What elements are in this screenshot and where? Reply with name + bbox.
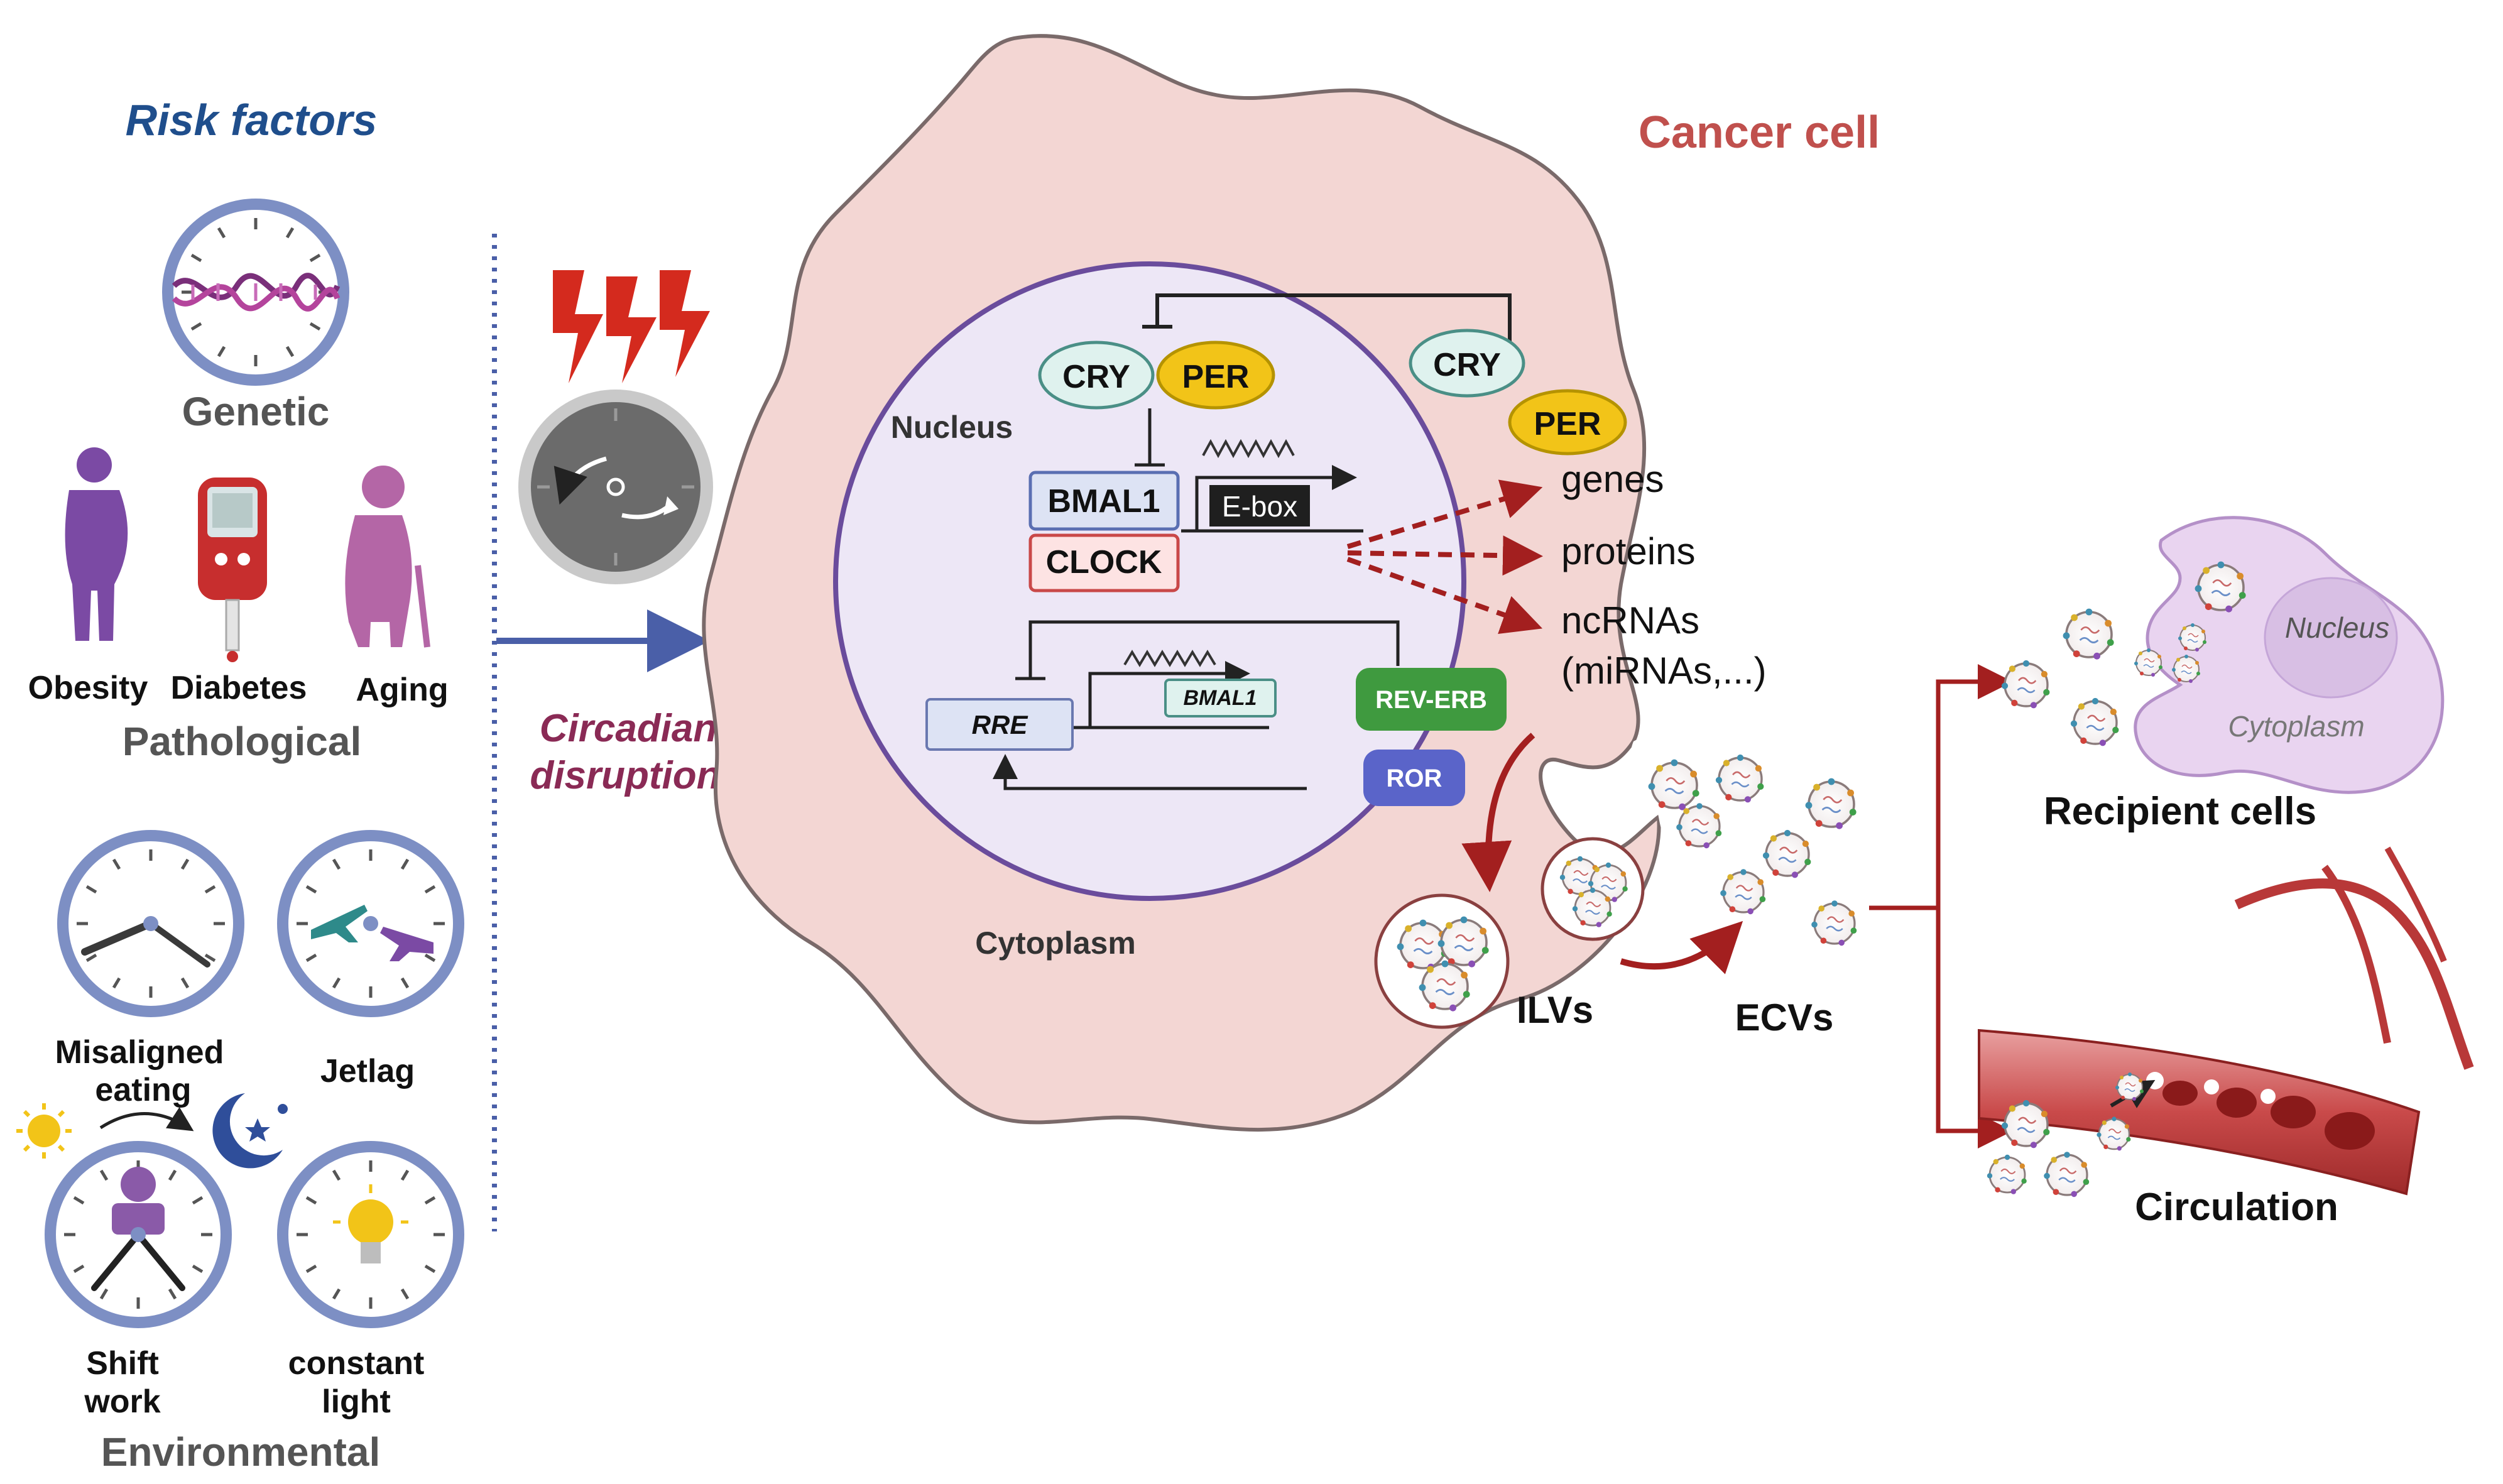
genetic-clock-icon [168,204,344,380]
blood-vessel [1978,846,2474,1196]
ror-box [1363,750,1465,806]
recipient-cytoplasm-label: Cytoplasm [2228,710,2364,743]
cytoplasm-label: Cytoplasm [975,925,1136,961]
cry-cytoplasmic [1409,329,1525,398]
obesity-icon [65,447,128,641]
per-cytoplasmic [1508,389,1627,456]
multivesicular-body-2 [1541,837,1645,941]
constant-light-label-2: light [322,1383,391,1420]
cry-cytoplasmic-label: CRY [1433,347,1501,383]
ebox-mrna-squiggle [1202,439,1295,459]
ror-activation-line [993,754,1307,790]
risk-factors-title: Risk factors [126,95,378,145]
genetic-label: Genetic [182,389,330,434]
environmental-label: Environmental [101,1429,381,1475]
shift-work-clock-icon [50,1147,226,1323]
output-proteins: proteins [1561,530,1695,572]
obesity-label: Obesity [28,670,148,706]
diabetes-label: Diabetes [171,670,307,706]
aging-label: Aging [356,672,448,708]
circadian-disruption-label-2: disruption [530,754,720,797]
arrow-to-mvb [1461,733,1535,892]
arrow-ilv-to-ecv [1620,920,1743,974]
rre-box [925,698,1074,751]
rre-label: RRE [972,710,1029,739]
ilvs-label: ILVs [1517,989,1593,1031]
bmal1-label: BMAL1 [1047,483,1160,520]
moon-icon [212,1093,288,1169]
rre-mrna-squiggle [1123,650,1216,667]
constant-light-clock-icon [283,1147,459,1323]
jetlag-clock-icon [283,836,459,1012]
circadian-disruption-label-1: Circadian [540,707,717,750]
shift-work-label-2: work [84,1383,160,1420]
clock-label: CLOCK [1046,544,1162,581]
recipient-nucleus-label: Nucleus [2285,611,2389,644]
nucleus-label: Nucleus [891,410,1013,445]
lightning-icon [553,270,710,383]
recipient-nucleus [2264,577,2398,699]
recipient-cells-label: Recipient cells [2044,790,2316,833]
branch-arrow-main [1869,664,2013,910]
jetlag-label: Jetlag [320,1053,415,1089]
per-nuclear [1156,341,1275,410]
aging-icon [345,466,430,648]
bmal1-box [1028,471,1180,531]
clock-box [1028,533,1180,592]
misaligned-eating-clock-icon [63,836,239,1012]
broken-clock-icon [518,390,713,584]
cry-nuclear [1038,341,1155,410]
ebox-box [1209,485,1310,526]
sun-icon [16,1103,72,1159]
diabetes-icon [198,477,267,662]
multivesicular-body-1 [1374,893,1510,1029]
cry-feedback-line [1155,293,1512,349]
ebox-label: E-box [1222,490,1297,523]
per-nuclear-label: PER [1182,359,1250,395]
per-cytoplasmic-label: PER [1534,406,1601,442]
rev-erb-feedback-line [1028,620,1400,679]
output-ncrnas: ncRNAs [1561,599,1699,641]
cancer-cell-title: Cancer cell [1639,107,1880,158]
bmal1-gene-label: BMAL1 [1183,686,1257,710]
cry-nuclear-label: CRY [1062,359,1130,395]
rre-transcription-arrow [1088,661,1250,728]
circulation-label: Circulation [2135,1186,2338,1229]
rev-erb-label: REV-ERB [1375,686,1487,714]
output-mirnas: (miRNAs,...) [1561,650,1767,692]
pathological-label: Pathological [123,719,362,764]
arrow-to-proteins [1347,535,1543,576]
ecvs-label: ECVs [1735,996,1834,1039]
arrow-to-genes [1346,479,1543,549]
ror-label: ROR [1387,765,1442,792]
arrow-to-ncrnas [1346,557,1543,635]
output-genes: genes [1561,458,1664,500]
day-night-arrow [99,1106,194,1132]
constant-light-label-1: constant [288,1345,425,1382]
branch-arrow-circulation [1936,908,2013,1148]
misaligned-eating-label-2: eating [95,1072,191,1108]
bmal1-gene-box [1164,679,1277,717]
ebox-transcription-arrow [1195,465,1357,531]
rev-erb-box [1356,668,1507,731]
misaligned-eating-label-1: Misaligned [55,1034,224,1071]
shift-work-label-1: Shift [86,1345,159,1382]
